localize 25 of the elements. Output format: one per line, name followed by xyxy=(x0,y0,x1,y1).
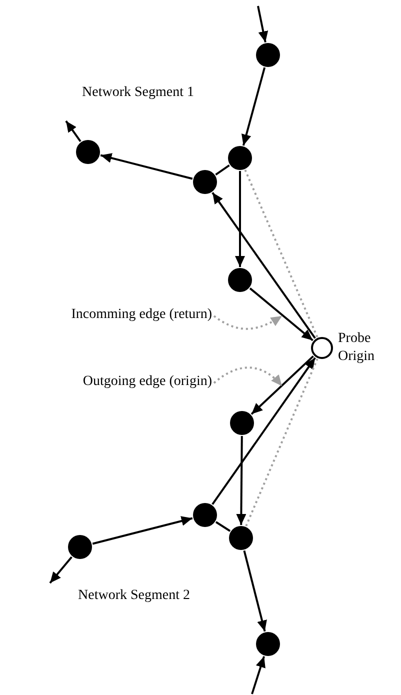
arrow xyxy=(212,192,316,339)
segment-label: Network Segment 2 xyxy=(78,587,190,605)
arrow xyxy=(243,550,267,632)
callout-text: Incomming edge (return) xyxy=(71,307,212,322)
arrow xyxy=(257,6,268,42)
connector-line xyxy=(215,164,230,176)
connector-line xyxy=(215,521,231,532)
leader-line xyxy=(213,366,283,387)
arrow xyxy=(250,355,314,415)
arrow xyxy=(100,153,193,180)
connector-line xyxy=(245,358,318,526)
arrow xyxy=(249,288,314,342)
arrow xyxy=(251,656,266,694)
arrow xyxy=(49,556,72,584)
leader-line xyxy=(213,315,283,330)
arrow xyxy=(92,516,193,545)
node-caption: Probe Origin xyxy=(338,330,376,366)
arrow xyxy=(65,120,82,142)
arrow xyxy=(235,171,245,267)
arrow xyxy=(236,436,246,525)
callout-text: Outgoing edge (origin) xyxy=(82,374,212,389)
arrow xyxy=(241,67,266,146)
segment-label: Network Segment 1 xyxy=(82,84,194,102)
arrow xyxy=(212,357,316,505)
connector-line xyxy=(244,170,318,338)
